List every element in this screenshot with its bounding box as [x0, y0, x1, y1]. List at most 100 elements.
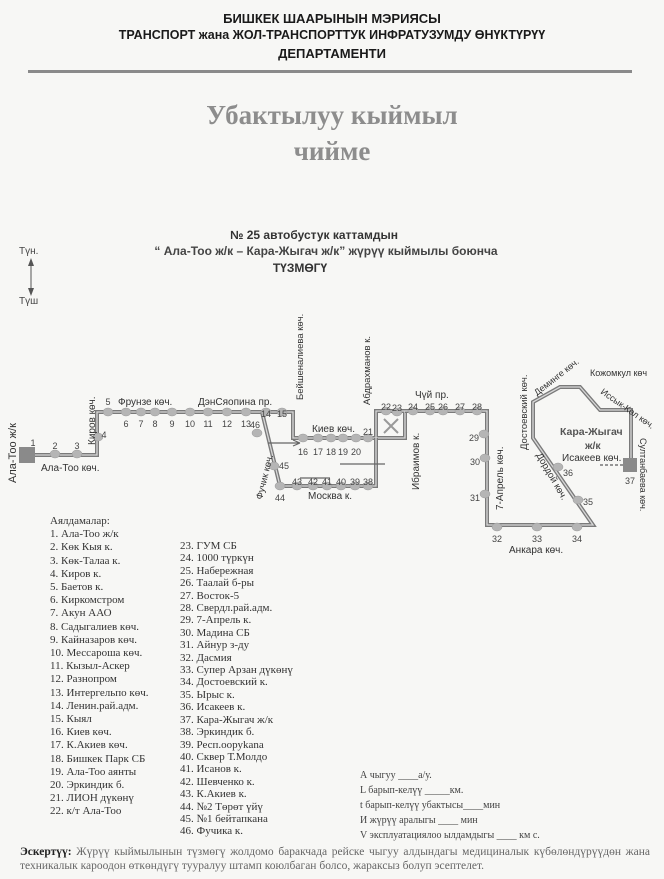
legend-stop: 3. Көк-Талаа к.: [50, 554, 121, 567]
footnote: Эскертүү: Жүрүү кыймылынын түзмөгү жолдо…: [20, 845, 650, 873]
stop-number: 45: [279, 461, 289, 471]
legend-stop: 8. Садыгалиев көч.: [50, 620, 140, 633]
stop-marker-14: [260, 407, 272, 417]
param-speed: V эксплуатациялоо ылдамдыгы ____ км с.: [360, 830, 540, 841]
street-label-moscow: Москва к.: [308, 491, 352, 502]
stop-marker-25: [424, 406, 436, 416]
legend-stop: 10. Мессароша көч.: [50, 647, 143, 660]
stop-marker-13: [240, 407, 252, 417]
legend-stop: 18. Бишкек Парк СБ: [50, 752, 146, 765]
legend-stop: 32. Дасмия: [180, 651, 232, 664]
route-subtitle-2: “ Ала-Тоо ж/к – Кара-Жыгач ж/к” жүрүү кы…: [154, 244, 498, 258]
street-label-abdrakhmanov: Абдрахманов к.: [362, 336, 373, 405]
header-line-2: ТРАНСПОРТ жана ЖОЛ-ТРАНСПОРТТУК ИНФРАТУЗ…: [118, 28, 546, 42]
legend-stop: 5. Баетов к.: [50, 581, 104, 594]
param-trip-time: t барып-келүү убактысы____мин: [360, 800, 501, 811]
stop-marker-21: [362, 433, 374, 443]
stop-marker-32: [491, 522, 503, 532]
param-vehicles: А чыгуу ____а/у.: [360, 770, 432, 781]
street-label-kirov: Киров көч.: [87, 396, 98, 445]
stop-number: 15: [277, 409, 287, 419]
closed-crossing-icon: [383, 418, 399, 434]
compass-south: Түш: [19, 296, 39, 307]
stop-number: 39: [350, 477, 360, 487]
route-lines: [19, 385, 637, 527]
legend-stop: 29. 7-Апрель к.: [180, 614, 252, 627]
street-label-kara-zhygach: Кара-Жыгач: [560, 426, 623, 438]
stop-marker-34: [571, 522, 583, 532]
stop-marker-20: [350, 433, 362, 443]
stop-number: 35: [583, 497, 593, 507]
direction-arrow-icon: [268, 439, 385, 479]
stop-marker-24: [407, 406, 419, 416]
stop-number: 21: [363, 427, 373, 437]
stop-number: 32: [492, 534, 502, 544]
stop-number: 42: [308, 477, 318, 487]
stop-marker-39: [349, 481, 361, 491]
stop-marker-4: [92, 432, 104, 442]
stop-marker-9: [166, 407, 178, 417]
stop-number: 26: [438, 402, 448, 412]
legend-stop: 24. 1000 түркүн: [180, 552, 254, 565]
legend-stop: 7. Акун ААО: [50, 607, 112, 620]
street-label-chuy: Чүй пр.: [415, 390, 449, 401]
stop-marker-3: [71, 449, 83, 459]
route-subtitle-3: ТҮЗМӨГҮ: [272, 261, 328, 275]
stop-number: 28: [472, 402, 482, 412]
stop-marker-5: [102, 407, 114, 417]
stop-marker-41: [321, 481, 333, 491]
stop-number: 41: [322, 477, 332, 487]
stop-number: 18: [326, 447, 336, 457]
stop-marker-28: [471, 406, 483, 416]
legend-stop: 31. Айнур з-ду: [180, 639, 250, 652]
footnote-label: Эскертүү:: [20, 846, 72, 858]
stop-number: 34: [572, 534, 582, 544]
stop-number: 24: [408, 402, 418, 412]
legend-stop: 4. Киров к.: [50, 567, 102, 580]
legend-stop: 42. Шевченко к.: [180, 775, 255, 788]
stop-marker-16: [297, 433, 309, 443]
legend-stop: 16. Киев көч.: [50, 726, 112, 739]
legend-stop: 23. ГУМ СБ: [180, 540, 237, 552]
legend-stop: 2. Көк Кыя к.: [50, 541, 113, 554]
stop-number: 27: [455, 402, 465, 412]
stop-number: 29: [469, 433, 479, 443]
stop-number: 30: [470, 457, 480, 467]
legend-stop: 34. Достоевский к.: [180, 676, 268, 689]
stop-marker-26: [437, 406, 449, 416]
stop-number: 14: [261, 409, 271, 419]
stop-number: 3: [74, 441, 79, 451]
legend-stop: 14. Ленин.рай.адм.: [50, 699, 139, 712]
stop-number: 46: [250, 420, 260, 430]
legend-stop: 43. К.Акиев к.: [180, 788, 247, 801]
street-label-densyaopina: ДэнСяопина пр.: [198, 397, 272, 408]
stop-marker-42: [307, 481, 319, 491]
stop-number: 10: [185, 419, 195, 429]
stop-number: 31: [470, 493, 480, 503]
legend-stop: 40. Сквер Т.Молдо: [180, 750, 268, 763]
stop-number: 37: [625, 476, 635, 486]
street-label-kiev: Киев көч.: [312, 424, 355, 435]
stop-number: 38: [363, 477, 373, 487]
legend-stop: 41. Исанов к.: [180, 763, 242, 776]
stop-number: 19: [338, 447, 348, 457]
street-label-sultanbaeva: Султанбаева көч.: [638, 438, 648, 511]
stop-number: 13: [241, 419, 251, 429]
stop-marker-30: [479, 453, 491, 463]
page-title-line-1: Убактылуу кыймыл: [206, 100, 458, 130]
stop-number: 43: [292, 477, 302, 487]
legend-stop: 20. Эркиндик б.: [50, 779, 125, 792]
terminal-end-icon: [623, 458, 637, 472]
compass-arrow-icon: [28, 258, 34, 296]
stop-marker-22: [380, 406, 392, 416]
stop-marker-40: [335, 481, 347, 491]
stop-marker-19: [337, 433, 349, 443]
stop-marker-29: [478, 429, 490, 439]
street-label-demin: Деминге көч.: [532, 356, 581, 397]
stop-marker-23: [391, 407, 403, 417]
stop-marker-31: [479, 489, 491, 499]
legend-stop: 44. №2 Төрөт үйү: [180, 800, 263, 813]
stop-marker-6: [120, 407, 132, 417]
legend-stop: 21. ЛИОН дүкөнү: [50, 792, 134, 805]
